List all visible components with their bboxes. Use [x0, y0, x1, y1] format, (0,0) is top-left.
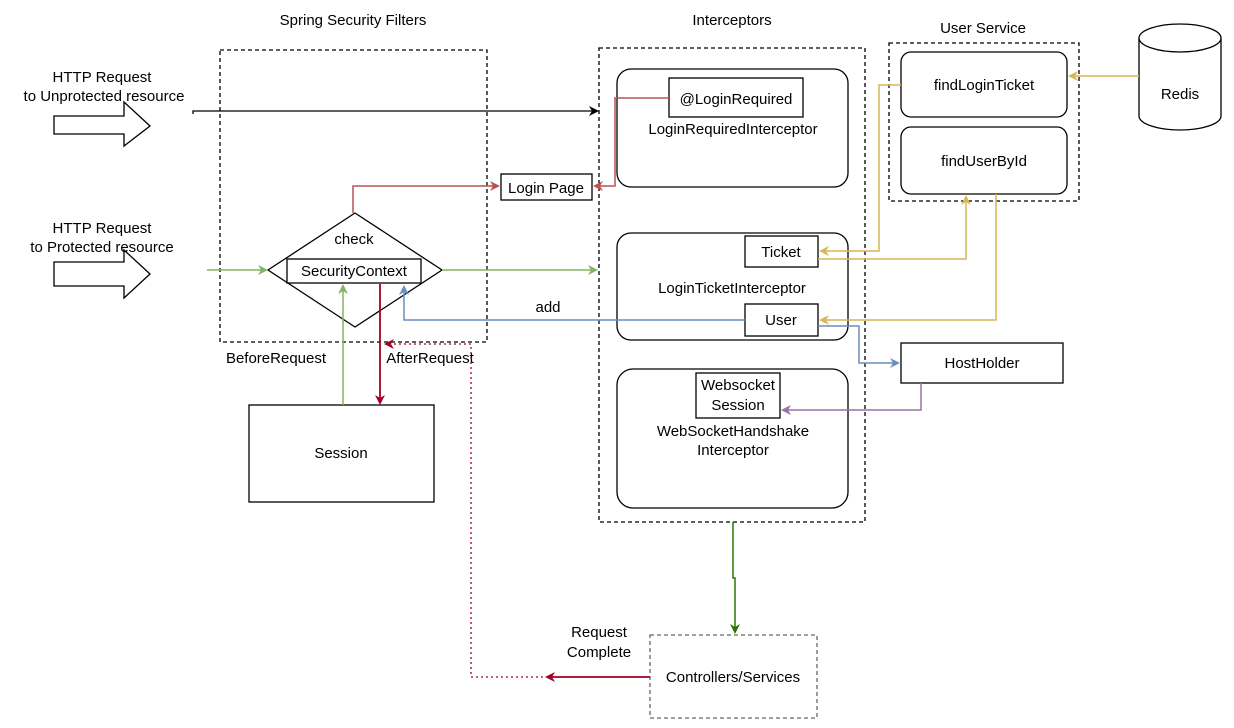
user-to-security-context-connector — [399, 285, 745, 321]
websocket-session-label-2: Session — [711, 397, 764, 414]
login-required-annotation-label: @LoginRequired — [680, 91, 793, 108]
redis-database-icon — [1138, 23, 1222, 131]
websocket-handshake-interceptor-box — [616, 368, 849, 509]
user-service-container — [888, 42, 1080, 202]
unprotected-request-arrow — [53, 100, 152, 148]
unprotected-request-label-1: HTTP Request — [53, 69, 153, 86]
find-login-ticket-label: findLoginTicket — [934, 77, 1035, 94]
find-login-ticket-to-ticket-connector — [819, 84, 901, 256]
security-context-box — [286, 258, 422, 284]
websocket-handshake-label-1: WebSocketHandshake — [657, 423, 809, 440]
protected-request-arrow — [53, 248, 151, 300]
websocket-handshake-label-2: Interceptor — [697, 442, 769, 459]
login-required-to-login-page-connector — [593, 97, 669, 191]
session-label: Session — [314, 445, 367, 462]
login-ticket-interceptor-label: LoginTicketInterceptor — [658, 280, 806, 297]
host-holder-to-websocket-session-connector — [781, 383, 922, 415]
section-title-user-service: User Service — [940, 20, 1026, 37]
find-user-by-id-label: findUserById — [941, 153, 1027, 170]
interceptors-container — [598, 47, 866, 523]
login-required-interceptor-label: LoginRequiredInterceptor — [648, 121, 817, 138]
user-box — [744, 303, 819, 337]
login-page-label: Login Page — [508, 180, 584, 197]
unprotected-request-label-2: to Unprotected resource — [24, 88, 185, 105]
find-user-by-id-to-user-connector — [819, 194, 997, 325]
ticket-to-find-user-by-id-connector — [818, 195, 971, 260]
before-request-label: BeforeRequest — [226, 350, 327, 367]
section-title-interceptors: Interceptors — [692, 12, 771, 29]
host-holder-label: HostHolder — [944, 355, 1019, 372]
ticket-box — [744, 235, 819, 268]
security-filters-container — [219, 49, 488, 343]
user-to-host-holder-connector — [818, 325, 900, 368]
after-request-label: AfterRequest — [386, 350, 474, 367]
interceptors-to-controllers-connector — [730, 522, 740, 634]
user-label: User — [765, 312, 797, 329]
session-box — [248, 404, 435, 503]
request-complete-to-after-request-connector — [384, 339, 543, 678]
check-to-login-page-connector — [352, 181, 500, 213]
host-holder-box — [900, 342, 1064, 384]
find-user-by-id-box — [900, 126, 1068, 195]
security-context-label: SecurityContext — [301, 263, 408, 280]
protected-request-label-1: HTTP Request — [53, 220, 153, 237]
controllers-services-label: Controllers/Services — [666, 669, 800, 686]
unprotected-flow-line — [192, 106, 599, 116]
websocket-session-label-1: Websocket — [701, 377, 776, 394]
protected-request-label-2: to Protected resource — [30, 239, 173, 256]
request-complete-label-1: Request — [571, 624, 628, 641]
request-complete-label-2: Complete — [567, 644, 631, 661]
check-label: check — [334, 231, 374, 248]
ticket-label: Ticket — [761, 244, 801, 261]
login-page-box[interactable] — [500, 173, 593, 201]
redis-label: Redis — [1161, 86, 1199, 103]
section-title-spring-security: Spring Security Filters — [280, 12, 427, 29]
add-label: add — [535, 299, 560, 316]
websocket-session-box — [695, 372, 781, 419]
